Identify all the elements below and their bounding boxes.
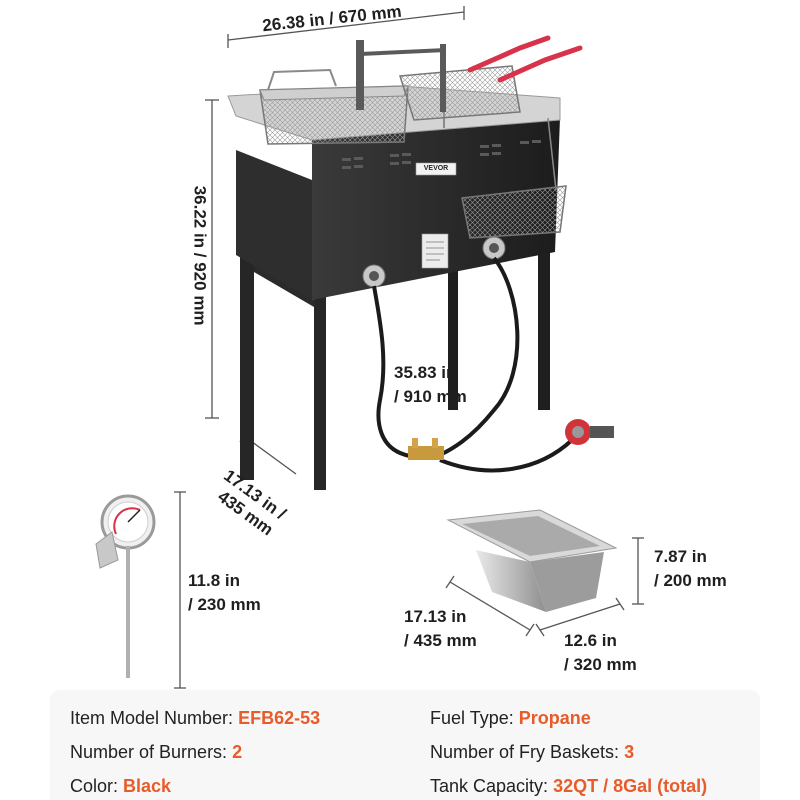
height-dimension-label: 36.22 in / 920 mm — [190, 185, 210, 326]
spec-burners-label: Number of Burners: — [70, 742, 233, 762]
width-dimension-line — [227, 6, 465, 48]
thermometer-length-label-line1: 11.8 in — [188, 571, 240, 590]
tank-height-label-line2: / 200 mm — [654, 571, 727, 590]
spec-fuel-label: Fuel Type: — [430, 708, 519, 728]
spec-color: Color: Black — [70, 776, 171, 797]
tank-depth-dimension-line — [445, 575, 535, 637]
brand-label: VEVOR — [423, 165, 449, 172]
spec-panel: Item Model Number: EFB62-53 Number of Bu… — [50, 690, 760, 800]
thermometer-length-label-line2: / 230 mm — [188, 595, 261, 614]
gas-hoses — [372, 256, 574, 473]
spec-model-value: EFB62-53 — [238, 708, 321, 728]
tank-depth-label-line2: / 435 mm — [404, 631, 477, 650]
spec-baskets: Number of Fry Baskets: 3 — [430, 742, 634, 763]
tank-width-label-line2: / 320 mm — [564, 655, 637, 674]
steel-tank — [446, 509, 618, 612]
spec-color-value: Black — [123, 776, 172, 796]
hose-length-label-line1: 35.83 in — [394, 363, 457, 382]
spec-model-label: Item Model Number: — [70, 708, 239, 728]
red-basket-handles — [467, 35, 583, 83]
spec-capacity-label: Tank Capacity: — [430, 776, 554, 796]
spec-model: Item Model Number: EFB62-53 — [70, 708, 320, 729]
regulator — [565, 419, 614, 445]
spec-baskets-value: 3 — [624, 742, 635, 762]
thermometer — [95, 494, 156, 678]
spec-burners-value: 2 — [232, 742, 243, 762]
height-dimension-line — [205, 99, 219, 419]
tank-height-label-line1: 7.87 in — [654, 547, 707, 566]
thermometer-dimension-line — [174, 491, 186, 689]
spec-fuel: Fuel Type: Propane — [430, 708, 591, 729]
tank-height-dimension-line — [632, 537, 644, 605]
fry-basket-right — [356, 40, 521, 121]
fry-basket-left — [259, 68, 409, 145]
hose-manifold — [408, 438, 444, 460]
spec-capacity-value: 32QT / 8Gal (total) — [553, 776, 708, 796]
spec-burners: Number of Burners: 2 — [70, 742, 242, 763]
spec-baskets-label: Number of Fry Baskets: — [430, 742, 625, 762]
tank-depth-label-line1: 17.13 in — [404, 607, 467, 626]
tank-width-dimension-line — [535, 597, 625, 637]
spec-fuel-value: Propane — [518, 708, 591, 728]
fryer-unit — [227, 85, 561, 490]
spec-color-label: Color: — [70, 776, 124, 796]
tank-width-label-line1: 12.6 in — [564, 631, 617, 650]
hanging-side-basket — [461, 117, 567, 239]
hose-length-label-line2: / 910 mm — [394, 387, 467, 406]
spec-capacity: Tank Capacity: 32QT / 8Gal (total) — [430, 776, 707, 797]
brand-plate — [415, 162, 457, 176]
